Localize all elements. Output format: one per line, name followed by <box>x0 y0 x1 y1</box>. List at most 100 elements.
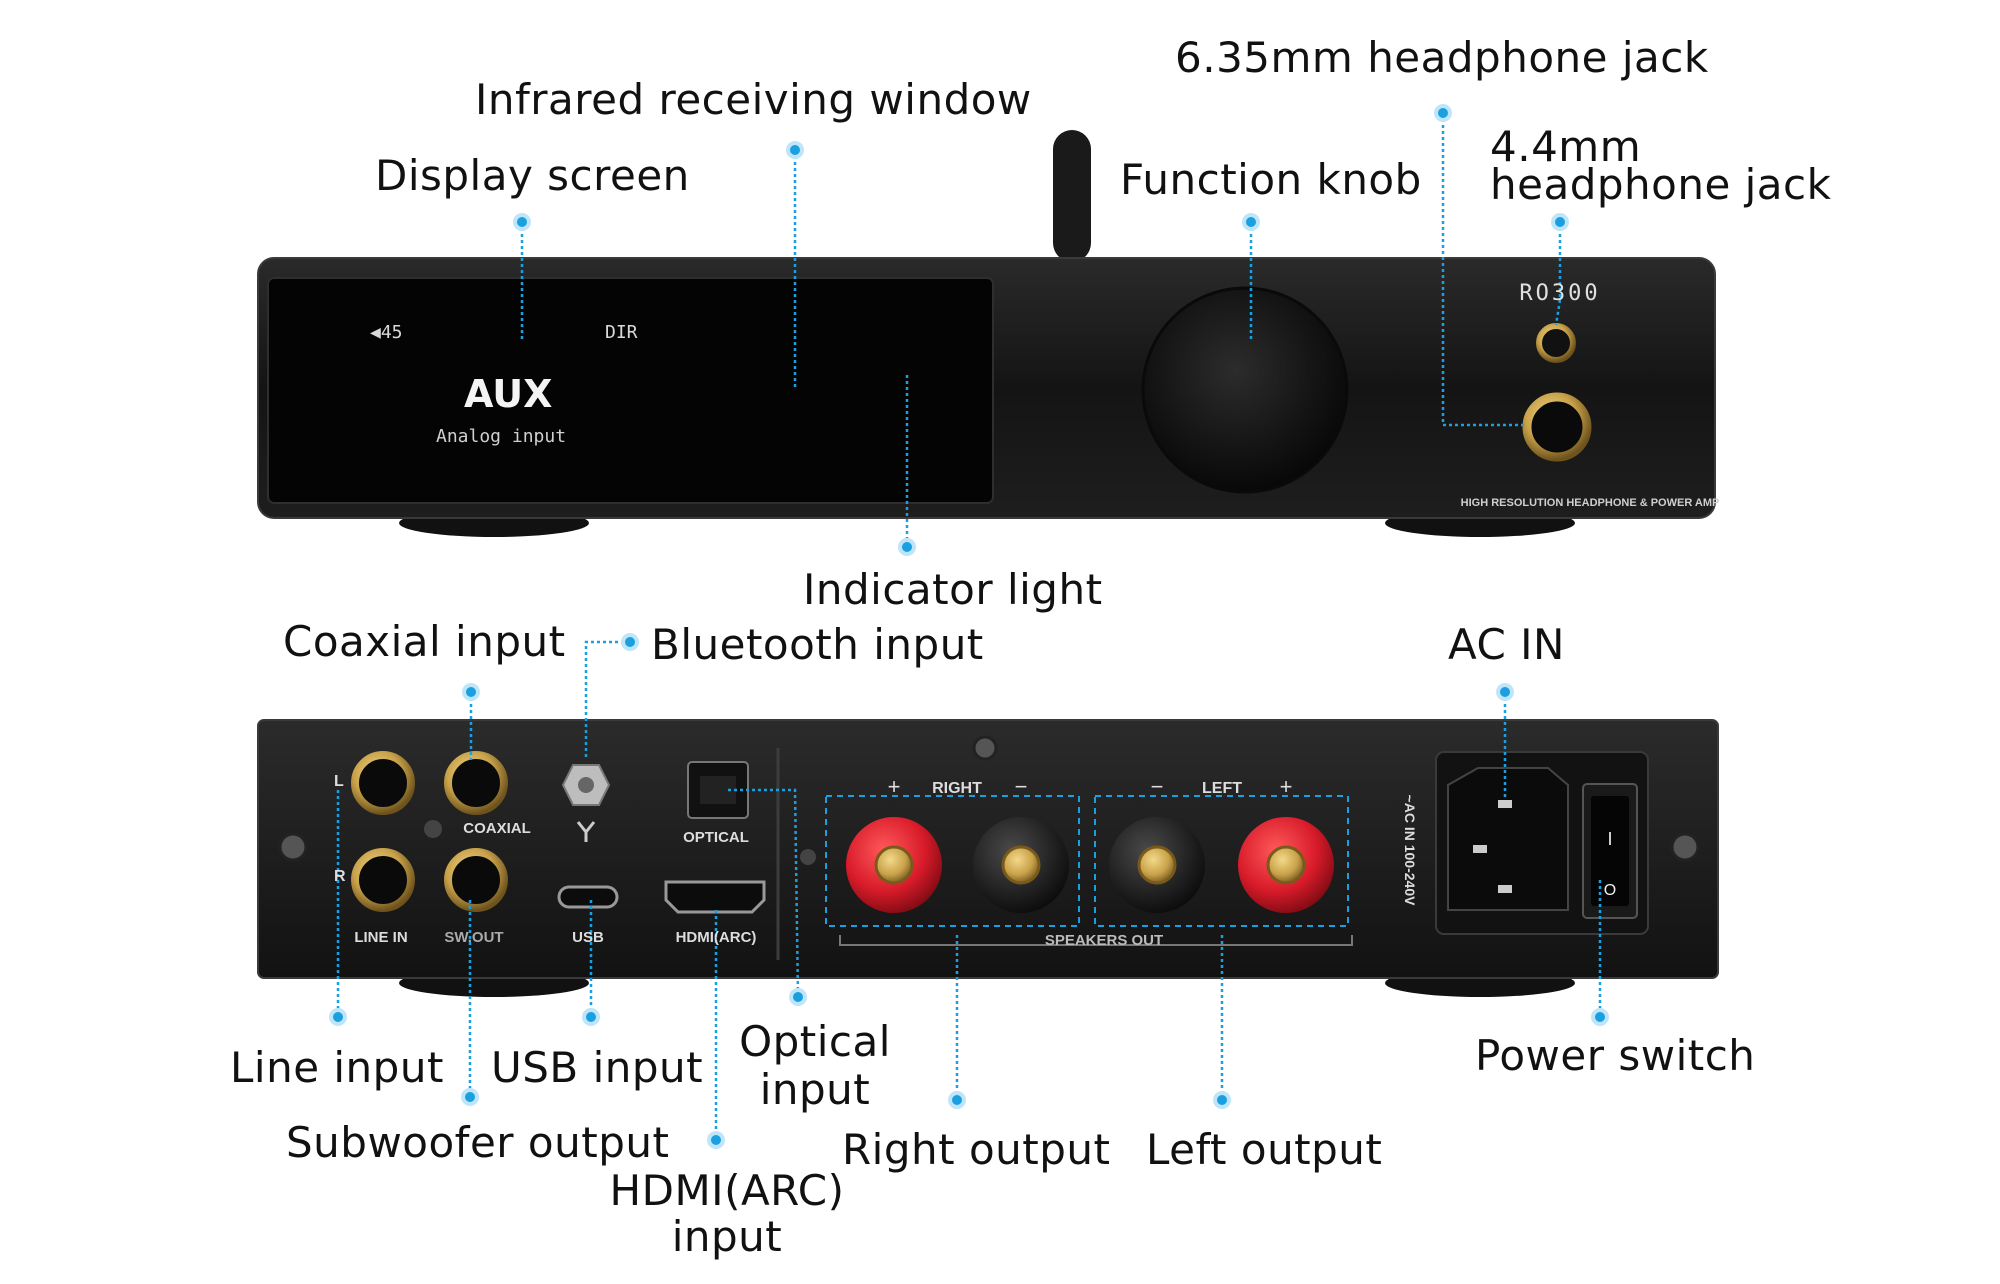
front-caption: HIGH RESOLUTION HEADPHONE & POWER AMP <box>1461 497 1720 509</box>
ac-pin <box>1498 800 1512 808</box>
label-indicator: Indicator light <box>803 565 1103 614</box>
leader-635 <box>1441 113 1527 427</box>
label-ac-rating: ~AC IN 100-240V <box>1402 795 1418 907</box>
label-subwoofer: Subwoofer output <box>286 1118 670 1167</box>
label-ac-in: AC IN <box>1448 620 1565 669</box>
ac-inlet <box>1447 767 1569 911</box>
label-44-line2: headphone jack <box>1490 160 1832 209</box>
callout-dot <box>461 1088 479 1106</box>
screw-icon <box>278 832 308 862</box>
screw-icon <box>1670 832 1700 862</box>
label-sw-out: SW.OUT <box>444 929 503 946</box>
label-ch-r: R <box>334 868 346 885</box>
brand-logo: RO300 <box>1519 281 1600 306</box>
switch-off-mark: O <box>1604 882 1616 899</box>
label-ch-l: L <box>334 773 344 790</box>
label-right-plus: + <box>888 774 901 799</box>
ac-pin <box>1498 885 1512 893</box>
label-optical-input: Optical input <box>735 1018 895 1114</box>
callout-dot <box>329 1008 347 1026</box>
label-left-minus: − <box>1151 774 1164 799</box>
antenna <box>1053 130 1091 262</box>
label-usb: USB <box>572 929 604 946</box>
callout-dot <box>621 633 639 651</box>
callout-dot <box>582 1008 600 1026</box>
label-optical-line2: input <box>759 1065 871 1114</box>
display-window <box>267 277 994 504</box>
screen-mode: DIR <box>605 322 638 343</box>
label-optical-line1: Optical <box>739 1017 891 1066</box>
label-44-jack: 4.4mm headphone jack <box>1490 122 1832 209</box>
callout-dot <box>707 1131 725 1149</box>
rca-coaxial <box>444 751 508 815</box>
label-hdmi: HDMI(ARC) <box>676 929 757 946</box>
label-right-minus: − <box>1015 774 1028 799</box>
label-coaxial: COAXIAL <box>463 820 531 837</box>
hdmi-port <box>664 880 766 914</box>
label-44-line1: 4.4mm <box>1490 122 1642 171</box>
rear-panel <box>257 719 1719 997</box>
label-optical: OPTICAL <box>683 829 749 846</box>
callout-dot <box>462 683 480 701</box>
ac-pin <box>1473 845 1487 853</box>
label-bluetooth: Bluetooth input <box>651 620 984 669</box>
label-hdmi-line2: input <box>671 1212 783 1261</box>
label-hdmi-line1: HDMI(ARC) <box>609 1166 845 1215</box>
terminal-core <box>1266 845 1306 885</box>
terminal-core <box>874 845 914 885</box>
callout-dot <box>1551 213 1569 231</box>
left-terminals-frame <box>1094 795 1349 927</box>
callout-dot <box>513 213 531 231</box>
screw-icon <box>424 820 442 838</box>
right-terminals-frame <box>825 795 1080 927</box>
device-text: ◀45 DIR AUX Analog input RO300 HIGH RESO… <box>334 281 1719 949</box>
label-line-input: Line input <box>230 1043 444 1092</box>
jack-635mm <box>1522 392 1592 462</box>
rca-line-in-l <box>351 751 415 815</box>
front-panel <box>257 130 1716 537</box>
jack-44mm <box>1536 323 1576 363</box>
label-635-jack: 6.35mm headphone jack <box>1175 33 1709 82</box>
leader-optical <box>728 788 800 998</box>
usb-c-port <box>557 885 619 909</box>
label-coaxial-input: Coaxial input <box>283 617 566 666</box>
screw-icon <box>972 735 998 761</box>
callout-dot <box>1496 683 1514 701</box>
callout-dot <box>1434 104 1452 122</box>
label-knob: Function knob <box>1120 155 1422 204</box>
terminal-core <box>1137 845 1177 885</box>
screen-subtitle: Analog input <box>436 426 566 447</box>
callout-dot <box>786 141 804 159</box>
callout-dot <box>1242 213 1260 231</box>
screw-icon <box>800 849 816 865</box>
callout-dot <box>1213 1091 1231 1109</box>
label-left-plus: + <box>1280 774 1293 799</box>
rca-line-in-r <box>351 848 415 912</box>
callout-leaders <box>336 113 1602 1140</box>
switch-on-mark: I <box>1607 829 1612 849</box>
leader-bluetooth <box>584 640 630 760</box>
callout-dot <box>1591 1008 1609 1026</box>
label-display: Display screen <box>375 151 690 200</box>
rca-sw-out <box>444 848 508 912</box>
label-left-output: Left output <box>1146 1125 1383 1174</box>
screen-source: AUX <box>464 372 552 416</box>
label-left: LEFT <box>1202 780 1242 797</box>
label-right-output: Right output <box>842 1125 1111 1174</box>
callout-dot <box>948 1091 966 1109</box>
callout-dot <box>789 988 807 1006</box>
antenna-connector-core <box>578 777 594 793</box>
screen-volume: ◀45 <box>370 322 403 343</box>
speakers-bracket <box>839 935 1353 946</box>
label-infrared: Infrared receiving window <box>475 75 1032 124</box>
label-power-switch: Power switch <box>1475 1031 1756 1080</box>
antenna-icon <box>576 821 596 842</box>
function-knob <box>1141 286 1349 494</box>
label-hdmi-input: HDMI(ARC) input <box>607 1168 847 1260</box>
leader-44 <box>1554 222 1562 326</box>
power-switch-rocker <box>1591 796 1629 906</box>
label-usb-input: USB input <box>491 1043 704 1092</box>
terminal-core <box>1001 845 1041 885</box>
